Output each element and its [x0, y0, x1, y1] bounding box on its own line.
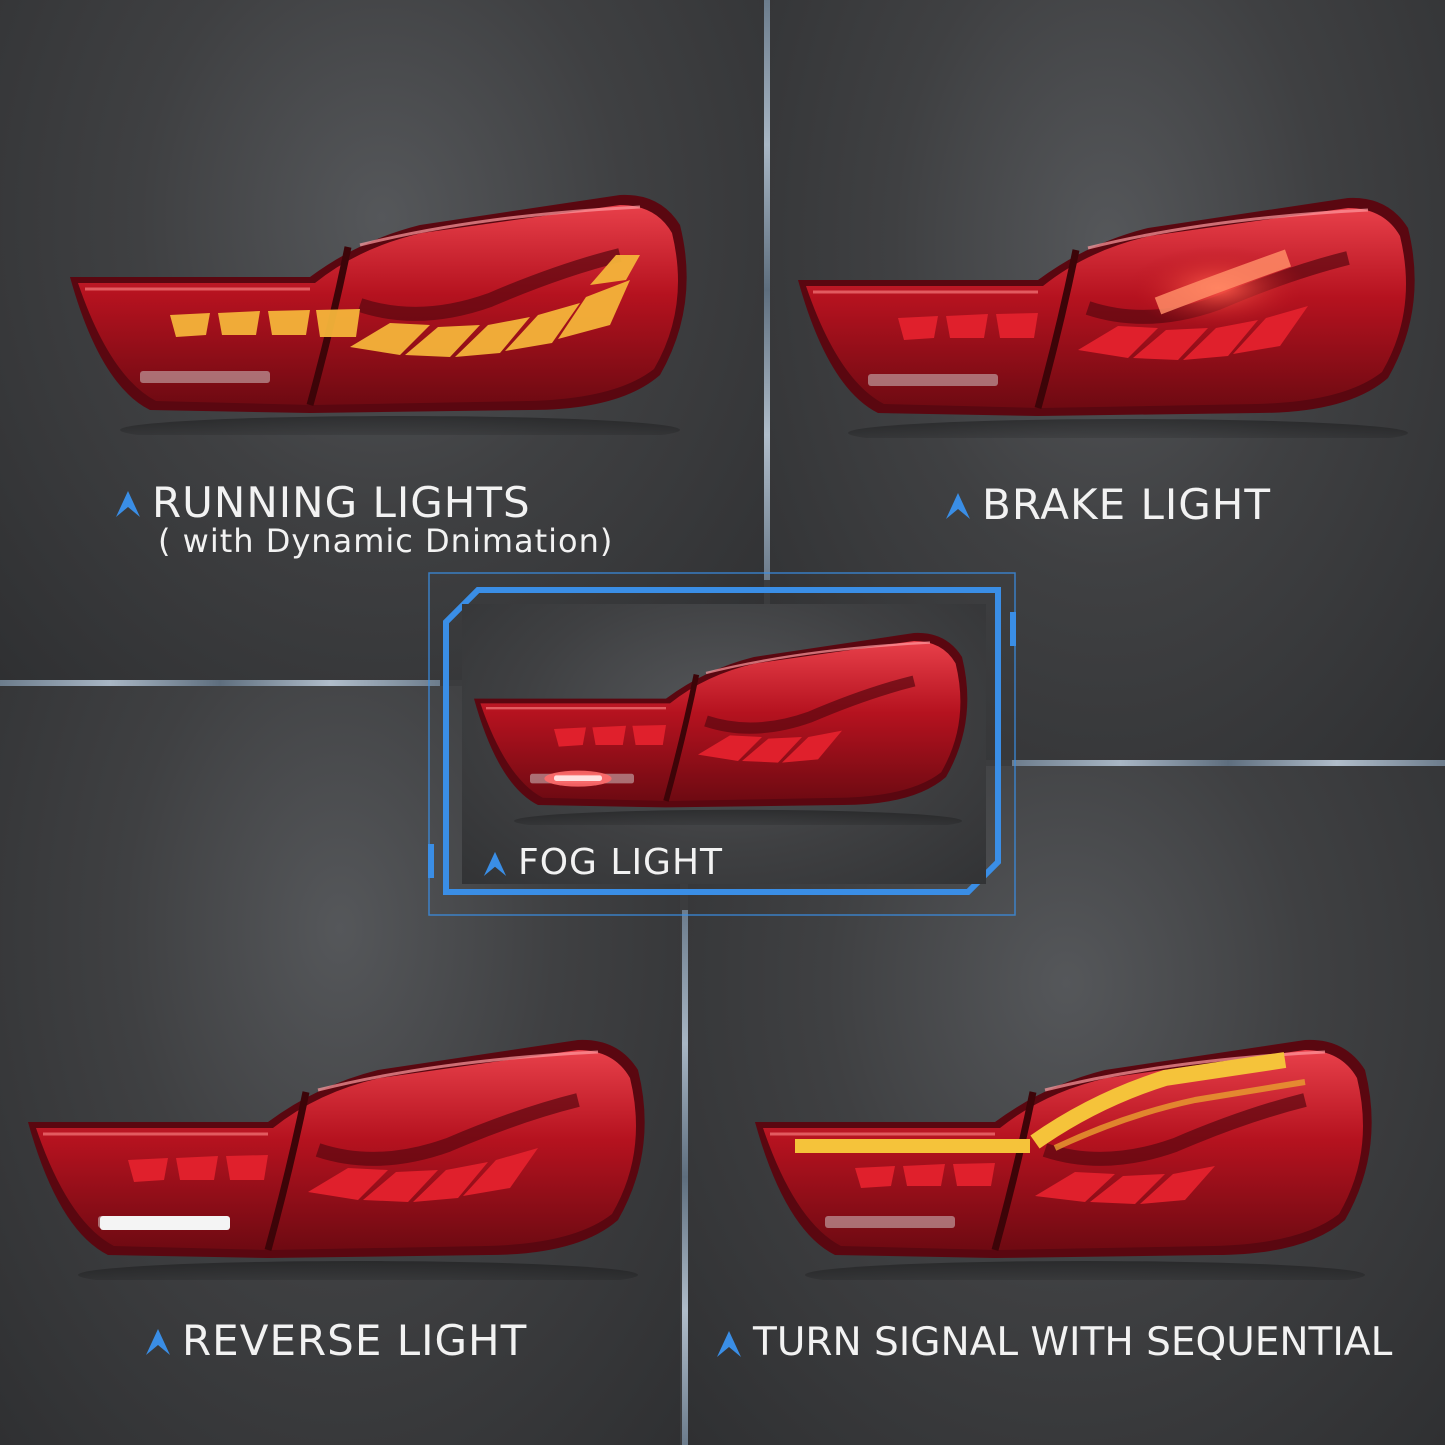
chevron-up-icon: [483, 851, 507, 876]
caption-title: FOG LIGHT: [518, 842, 724, 883]
caption-running-lights: RUNNING LIGHTS: [114, 478, 531, 527]
caption-title: REVERSE LIGHT: [182, 1316, 528, 1365]
caption-reverse-light: REVERSE LIGHT: [144, 1316, 527, 1365]
chevron-up-icon: [116, 490, 140, 517]
caption-title: TURN SIGNAL WITH SEQUENTIAL: [753, 1320, 1393, 1365]
caption-brake-light: BRAKE LIGHT: [944, 480, 1271, 529]
divider: [1012, 760, 1445, 766]
chevron-up-icon: [717, 1330, 741, 1357]
caption-subtitle: ( with Dynamic Dnimation): [158, 522, 614, 560]
divider: [682, 910, 688, 1445]
divider: [764, 0, 770, 580]
chevron-up-icon: [946, 492, 970, 519]
tail-lamp-reverse: [18, 1030, 658, 1280]
tail-lamp-fog: [466, 625, 978, 825]
caption-fog-light: FOG LIGHT: [482, 842, 723, 883]
caption-title: BRAKE LIGHT: [982, 480, 1272, 529]
caption-turn-signal: TURN SIGNAL WITH SEQUENTIAL: [715, 1320, 1392, 1365]
divider: [0, 680, 440, 686]
fog-light-frame: [428, 572, 1016, 916]
tail-lamp-turn-signal: [745, 1030, 1385, 1280]
tail-lamp-brake: [788, 188, 1428, 438]
caption-title: RUNNING LIGHTS: [152, 478, 531, 527]
chevron-up-icon: [146, 1328, 170, 1355]
tail-lamp-running: [60, 185, 700, 435]
